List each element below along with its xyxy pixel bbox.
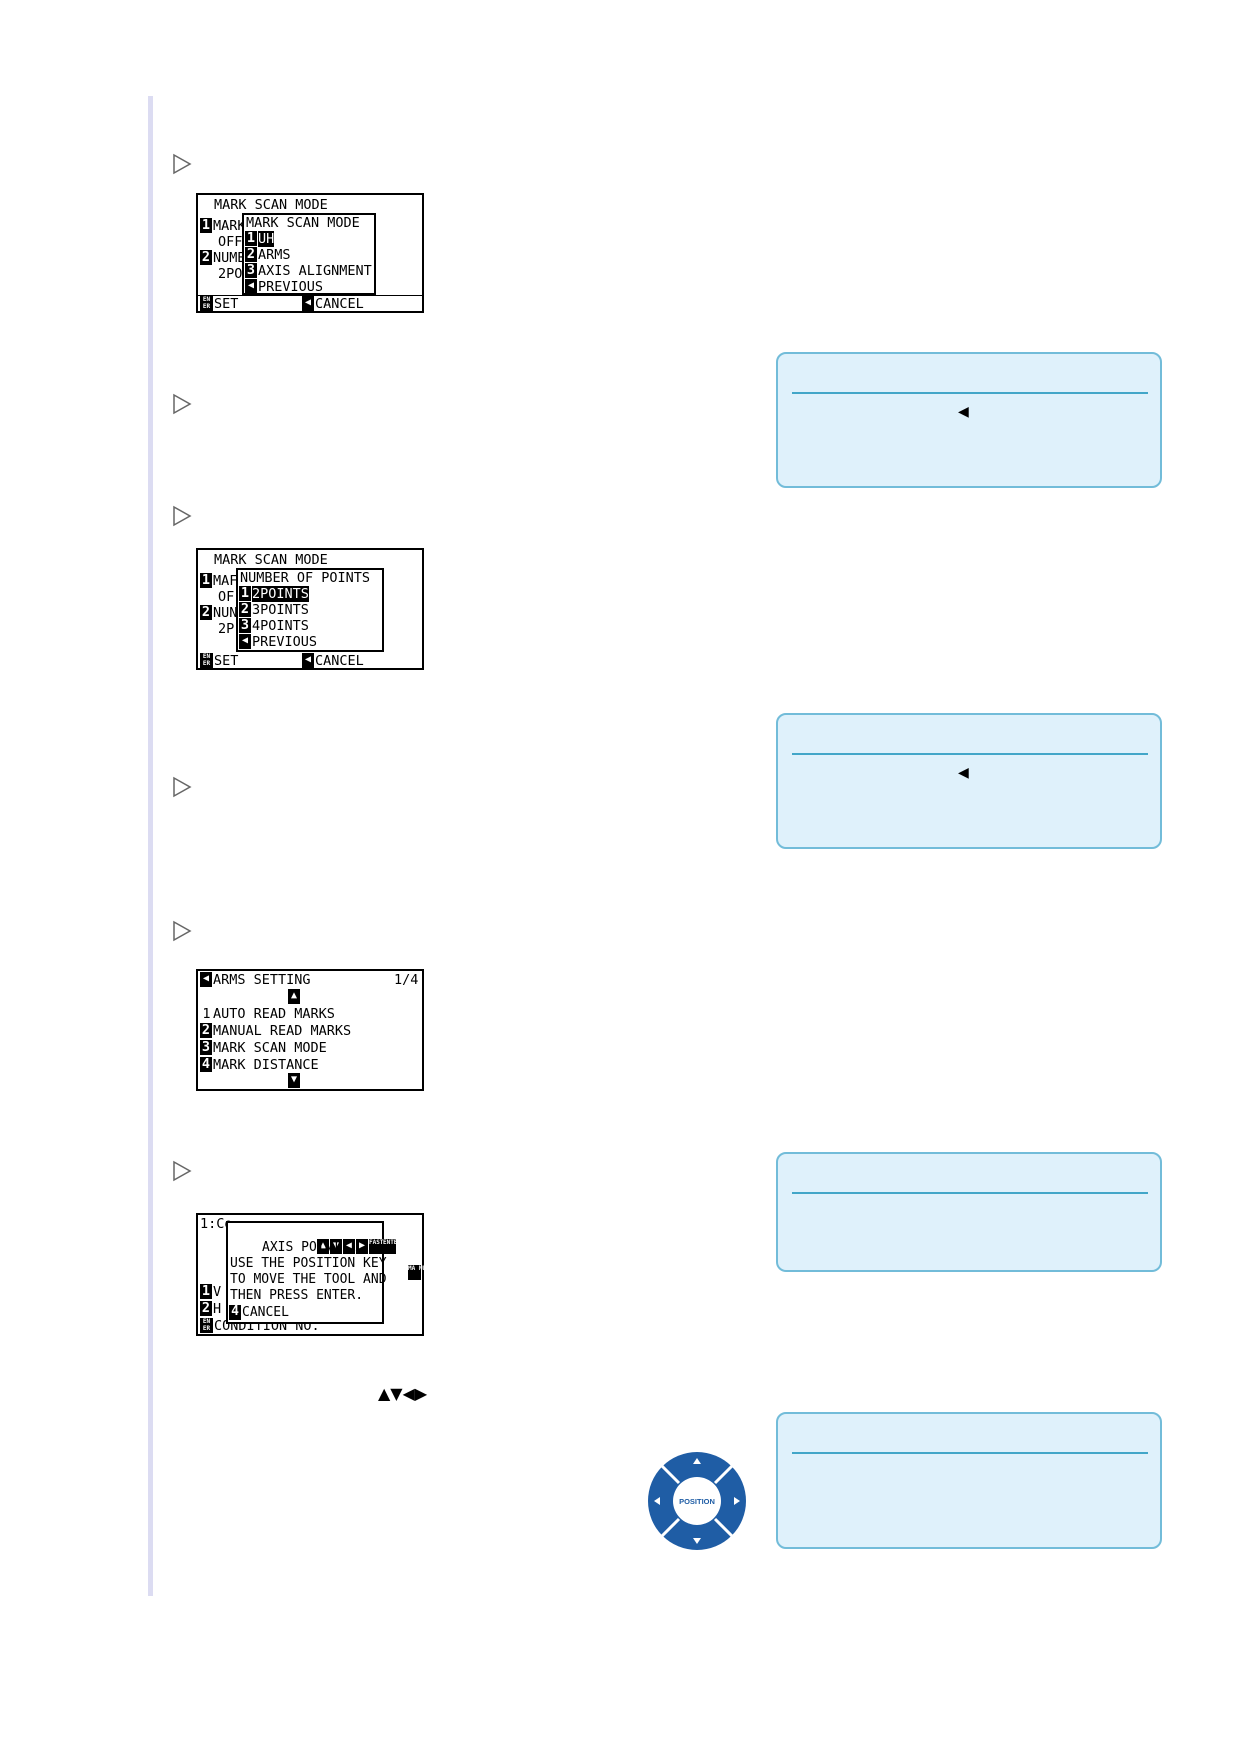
lcd-bg-text: 1:Co bbox=[200, 1216, 233, 1232]
step-marker-icon bbox=[173, 1160, 192, 1182]
scroll-up-icon[interactable]: ▲ bbox=[288, 989, 300, 1004]
menu-key[interactable]: 2 bbox=[200, 1022, 212, 1038]
position-pad-icon[interactable]: POSITION bbox=[646, 1450, 748, 1552]
menu-key[interactable]: 3 bbox=[200, 1039, 212, 1055]
note-box: ◀ bbox=[776, 352, 1162, 488]
down-key-icon[interactable]: ▼ bbox=[329, 1239, 342, 1254]
lcd-row: 2P bbox=[218, 621, 235, 637]
page-indicator: 1/4 bbox=[394, 972, 419, 988]
popup-title: NUMBER OF POINTS bbox=[240, 570, 371, 586]
lcd-title: MARK SCAN MODE bbox=[214, 197, 328, 213]
lcd-bg-text: V bbox=[213, 1284, 222, 1300]
lcd-row: OFF bbox=[218, 234, 243, 250]
step-marker-icon bbox=[173, 153, 192, 175]
lcd-title: ARMS SETTING bbox=[213, 972, 311, 988]
menu-item-label: AUTO READ MARKS bbox=[213, 1006, 335, 1022]
step-marker-icon bbox=[173, 920, 192, 942]
step-marker-icon bbox=[173, 776, 192, 798]
note-box bbox=[776, 1412, 1162, 1549]
step-marker-icon bbox=[173, 505, 192, 527]
back-key-icon[interactable]: ◀ bbox=[200, 972, 212, 987]
enter-key[interactable]: ENTER bbox=[382, 1239, 401, 1254]
key-2[interactable]: 2 bbox=[200, 1300, 212, 1316]
lcd-row: OF bbox=[218, 589, 235, 605]
lcd-row: 2PO bbox=[218, 266, 243, 282]
left-arrow-icon: ◀ bbox=[958, 404, 969, 420]
key-2[interactable]: 2 bbox=[200, 249, 212, 265]
left-arrow-icon: ◀ bbox=[958, 765, 969, 781]
right-key-icon[interactable]: ▶ bbox=[355, 1239, 368, 1254]
back-key-icon[interactable]: ◀ bbox=[302, 653, 314, 668]
cancel-key[interactable]: 4 bbox=[229, 1305, 241, 1320]
footer-set: SET bbox=[214, 653, 239, 669]
menu-item-label: MANUAL READ MARKS bbox=[213, 1023, 352, 1039]
lcd-row: NUN bbox=[213, 605, 238, 621]
key-1[interactable]: 1 bbox=[200, 217, 212, 233]
position-arrows-text: ▲▼◀▶ bbox=[378, 1384, 428, 1403]
lcd-row: MAF bbox=[213, 573, 238, 589]
popup-title: MARK SCAN MODE bbox=[246, 215, 360, 231]
lcd-bg-text: H bbox=[213, 1301, 222, 1317]
footer-cancel: CANCEL bbox=[315, 653, 364, 669]
footer-set: SET bbox=[214, 296, 239, 312]
menu-item-label: MARK SCAN MODE bbox=[213, 1040, 327, 1056]
popup-line: AXIS POINT 1 bbox=[262, 1240, 356, 1255]
popup-option[interactable]: ◀PREVIOUS bbox=[239, 634, 317, 650]
lcd-row: MARK bbox=[213, 218, 246, 234]
popup-line: TO MOVE THE TOOL AND bbox=[230, 1272, 387, 1287]
popup-option[interactable]: ◀PREVIOUS bbox=[245, 279, 323, 295]
pad-label: POSITION bbox=[679, 1497, 715, 1506]
menu-key[interactable]: 1 bbox=[202, 1006, 211, 1022]
key-1[interactable]: 1 bbox=[200, 1283, 212, 1299]
lcd-row: NUMB bbox=[213, 250, 246, 266]
popup-line: USE THE POSITION KEY bbox=[230, 1256, 387, 1271]
popup-line: THEN PRESS ENTER. bbox=[230, 1288, 364, 1303]
key-1[interactable]: 1 bbox=[200, 572, 212, 588]
margin-bar bbox=[148, 96, 153, 1596]
note-box bbox=[776, 1152, 1162, 1272]
cancel-label: CANCEL bbox=[242, 1305, 289, 1320]
key-2[interactable]: 2 bbox=[200, 604, 212, 620]
back-key-icon[interactable]: ◀ bbox=[302, 296, 314, 311]
popup-axis-point: ▲▼◀▶FASTENTER AXIS POINT 1 USE THE POSIT… bbox=[226, 1221, 401, 1324]
scroll-down-icon[interactable]: ▼ bbox=[288, 1073, 300, 1088]
manual-key[interactable]: MA NU bbox=[408, 1265, 426, 1280]
lcd-title: MARK SCAN MODE bbox=[214, 552, 328, 568]
menu-key[interactable]: 4 bbox=[200, 1056, 212, 1072]
menu-item-label: MARK DISTANCE bbox=[213, 1057, 319, 1073]
step-marker-icon bbox=[173, 393, 192, 415]
up-key-icon[interactable]: ▲ bbox=[316, 1239, 329, 1254]
footer-cancel: CANCEL bbox=[315, 296, 364, 312]
left-key-icon[interactable]: ◀ bbox=[342, 1239, 355, 1254]
note-box: ◀ bbox=[776, 713, 1162, 849]
fast-key[interactable]: FAST bbox=[368, 1239, 383, 1254]
